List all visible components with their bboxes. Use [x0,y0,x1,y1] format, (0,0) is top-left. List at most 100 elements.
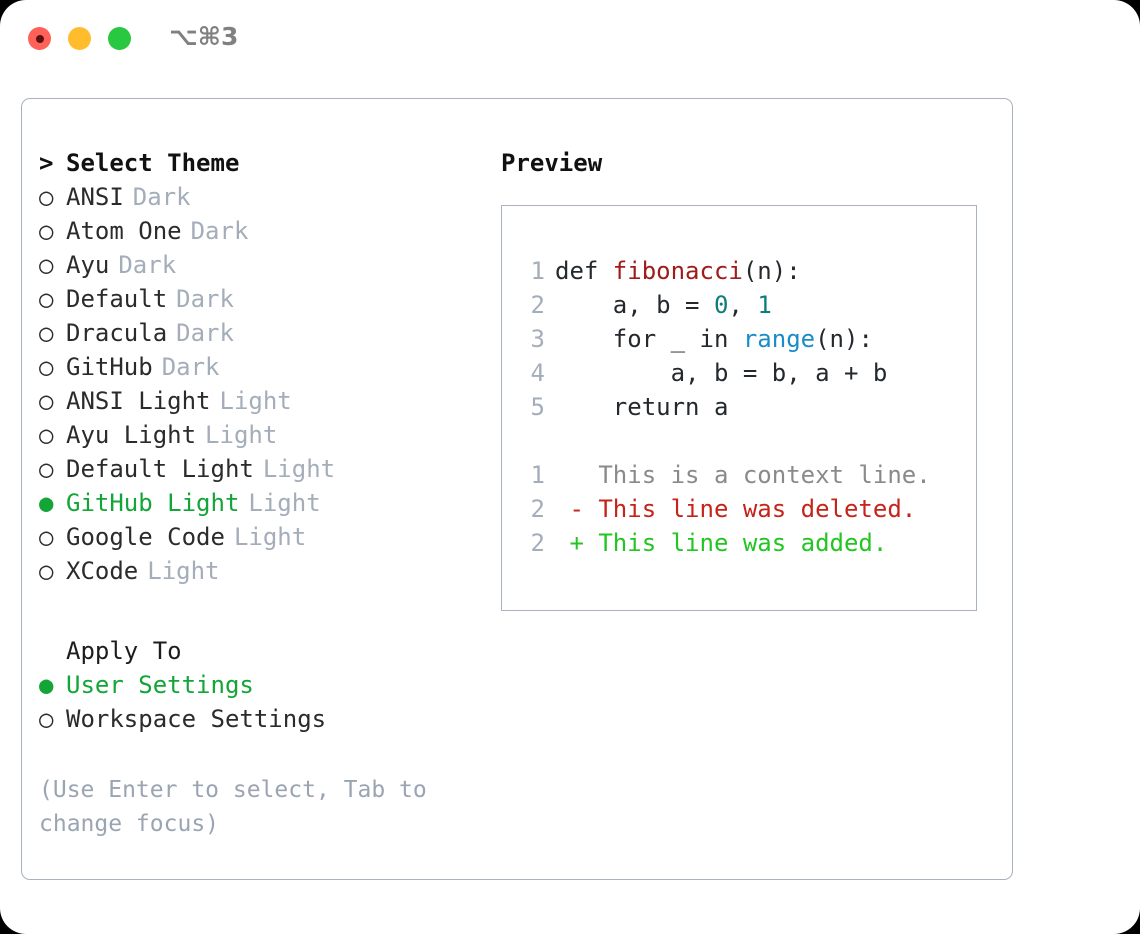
code-token: 0 [713,291,729,319]
minimize-window-button[interactable] [68,27,91,50]
theme-variant-label: Light [233,523,307,551]
code-token: fibonacci [612,257,743,285]
code-line: 3 for _ in range(n): [522,322,931,356]
theme-name-label: Default Light [66,455,254,483]
keyboard-shortcut-label: ⌥⌘3 [169,22,239,51]
select-theme-heading: > Select Theme [39,149,489,183]
radio-unselected-icon: ○ [39,387,54,415]
radio-unselected-icon: ○ [39,217,54,245]
radio-unselected-icon: ○ [39,705,54,733]
theme-list-item[interactable]: ○ ANSI Dark [39,183,489,217]
preview-heading: Preview [501,149,603,177]
theme-name-label: Dracula [66,319,168,347]
radio-unselected-icon: ○ [39,353,54,381]
close-window-button[interactable] [28,27,51,50]
theme-name-label: ANSI [66,183,124,211]
line-number: 3 [530,325,545,353]
apply-to-list: ● User Settings ○ Workspace Settings [39,671,489,739]
theme-list-item[interactable]: ○ Default Light Light [39,455,489,489]
radio-unselected-icon: ○ [39,455,54,483]
theme-name-label: GitHub [66,353,153,381]
theme-variant-label: Light [248,489,321,517]
diff-line-text: This is a context line. [555,461,931,489]
radio-selected-icon: ● [39,671,54,699]
theme-variant-label: Dark [176,319,234,347]
theme-name-label: Ayu Light [66,421,197,449]
code-token: def [555,257,613,285]
select-theme-heading-label: Select Theme [66,149,240,177]
line-number: 2 [530,495,545,523]
code-line: 4 a, b = b, a + b [522,356,931,390]
theme-list-item[interactable]: ○ Ayu Light Light [39,421,489,455]
radio-unselected-icon: ○ [39,523,54,551]
radio-unselected-icon: ○ [39,557,54,585]
theme-name-label: XCode [66,557,139,585]
code-token: (n): [742,257,801,285]
diff-line: 2 - This line was deleted. [522,492,931,526]
theme-variant-label: Light [219,387,292,415]
apply-to-label: User Settings [66,671,254,699]
theme-list-item[interactable]: ○ GitHub Dark [39,353,489,387]
diff-line-text: + This line was added. [555,529,888,557]
theme-list-item[interactable]: ○ Ayu Dark [39,251,489,285]
radio-selected-icon: ● [39,489,54,517]
code-token: for _ in [555,325,743,353]
code-token: (n): [815,325,873,353]
theme-list-item[interactable]: ● GitHub Light Light [39,489,489,523]
code-line: 2 a, b = 0, 1 [522,288,931,322]
radio-unselected-icon: ○ [39,319,54,347]
code-token: 1 [757,291,772,319]
prompt-caret-icon: > [39,149,54,177]
theme-list-item[interactable]: ○ Atom One Dark [39,217,489,251]
apply-to-item[interactable]: ○ Workspace Settings [39,705,489,739]
apply-to-heading: Apply To [66,637,182,665]
theme-name-label: Default [66,285,168,313]
theme-variant-label: Light [205,421,278,449]
maximize-window-button[interactable] [108,27,131,50]
line-number: 2 [530,529,545,557]
line-number: 5 [530,393,545,421]
theme-list-item[interactable]: ○ Default Dark [39,285,489,319]
title-bar: ⌥⌘3 [0,0,1140,78]
theme-variant-label: Dark [190,217,249,245]
theme-name-label: Ayu [66,251,110,279]
code-diff-spacer [522,424,931,458]
code-line: 1 def fibonacci(n): [522,254,931,288]
theme-list-item[interactable]: ○ Dracula Dark [39,319,489,353]
apply-to-item[interactable]: ● User Settings [39,671,489,705]
theme-variant-label: Dark [132,183,191,211]
code-line: 5 return a [522,390,931,424]
theme-name-label: Atom One [66,217,182,245]
keyboard-hint-text: (Use Enter to select, Tab to change focu… [39,777,427,837]
code-token: , [728,291,758,319]
theme-variant-label: Dark [161,353,220,381]
theme-variant-label: Light [147,557,220,585]
theme-variant-label: Dark [118,251,177,279]
code-token: return a [555,393,729,421]
line-number: 1 [530,257,545,285]
apply-to-label: Workspace Settings [66,705,327,733]
code-token: a, b = [555,291,714,319]
radio-unselected-icon: ○ [39,285,54,313]
line-number: 4 [530,359,545,387]
theme-variant-label: Dark [176,285,234,313]
section-spacer [39,591,489,637]
diff-line: 1 This is a context line. [522,458,931,492]
radio-unselected-icon: ○ [39,251,54,279]
theme-list-item[interactable]: ○ XCode Light [39,557,489,591]
line-number: 2 [530,291,545,319]
theme-variant-label: Light [262,455,336,483]
radio-unselected-icon: ○ [39,183,54,211]
theme-name-label: GitHub Light [66,489,240,517]
diff-line: 2 + This line was added. [522,526,931,560]
code-token: range [742,325,816,353]
radio-unselected-icon: ○ [39,421,54,449]
code-token: a, b = b, a + b [555,359,888,387]
